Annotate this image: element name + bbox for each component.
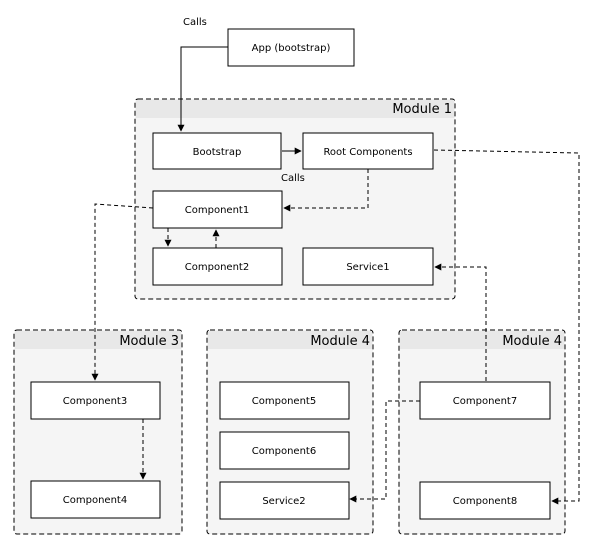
node-component2[interactable]: Component2 — [152, 247, 283, 286]
node-bootstrap[interactable]: Bootstrap — [152, 132, 282, 170]
edge-root-component1 — [283, 169, 369, 212]
node-component1-label: Component1 — [185, 205, 249, 216]
node-component1[interactable]: Component1 — [152, 190, 283, 229]
node-component5-box — [219, 381, 350, 420]
edge-component7-service1 — [434, 263, 487, 381]
node-service2-box — [219, 481, 350, 520]
node-component4[interactable]: Component4 — [30, 480, 161, 519]
node-service1-label: Service1 — [346, 262, 389, 273]
node-service2[interactable]: Service2 — [219, 481, 350, 520]
node-component7-label: Component7 — [453, 396, 517, 407]
node-component8[interactable]: Component8 — [419, 481, 551, 520]
node-component6-box — [219, 431, 350, 470]
node-bootstrap-label: Bootstrap — [193, 147, 242, 158]
edges — [91, 46, 580, 505]
node-component6[interactable]: Component6 — [219, 431, 350, 470]
node-component4-box — [30, 480, 161, 519]
node-root-components-label: Root Components — [323, 147, 412, 158]
edge-component7-service2 — [349, 400, 420, 503]
node-component5-label: Component5 — [252, 396, 316, 407]
node-component6-label: Component6 — [252, 446, 316, 457]
module-4-left-label: Module 4 — [310, 334, 370, 349]
node-root-components[interactable]: Root Components — [302, 132, 434, 170]
node-service1-box — [302, 247, 434, 286]
module-3-header — [15, 331, 181, 349]
node-component3-box — [30, 381, 161, 420]
node-app-label: App (bootstrap) — [252, 43, 331, 54]
node-component7-box — [419, 381, 551, 420]
module-4-right-label: Module 4 — [502, 334, 562, 349]
node-component3[interactable]: Component3 — [30, 381, 161, 420]
edge-label-calls-mid: Calls — [281, 173, 305, 184]
node-component2-box — [152, 247, 283, 286]
node-component5[interactable]: Component5 — [219, 381, 350, 420]
node-component8-box — [419, 481, 551, 520]
module-1-header — [136, 100, 454, 118]
edge-component1-component3 — [91, 203, 154, 381]
node-app[interactable]: App (bootstrap) — [227, 28, 355, 67]
node-component2-label: Component2 — [185, 262, 249, 273]
node-component8-label: Component8 — [453, 496, 517, 507]
module-4-right-header — [400, 331, 564, 349]
module-3-label: Module 3 — [119, 334, 179, 349]
edge-app-bootstrap — [177, 46, 228, 132]
edge-label-calls-top: Calls — [183, 17, 207, 28]
node-component1-box — [152, 190, 283, 229]
node-component3-label: Component3 — [63, 396, 127, 407]
node-app-box — [227, 28, 355, 67]
node-component4-label: Component4 — [63, 495, 127, 506]
edge-root-component8 — [433, 149, 580, 505]
node-service1[interactable]: Service1 — [302, 247, 434, 286]
node-service2-label: Service2 — [262, 496, 305, 507]
node-root-components-box — [302, 132, 434, 170]
module-4-left-header — [208, 331, 372, 349]
module-1-label: Module 1 — [392, 102, 452, 117]
node-bootstrap-box — [152, 132, 282, 170]
node-component7[interactable]: Component7 — [419, 381, 551, 420]
